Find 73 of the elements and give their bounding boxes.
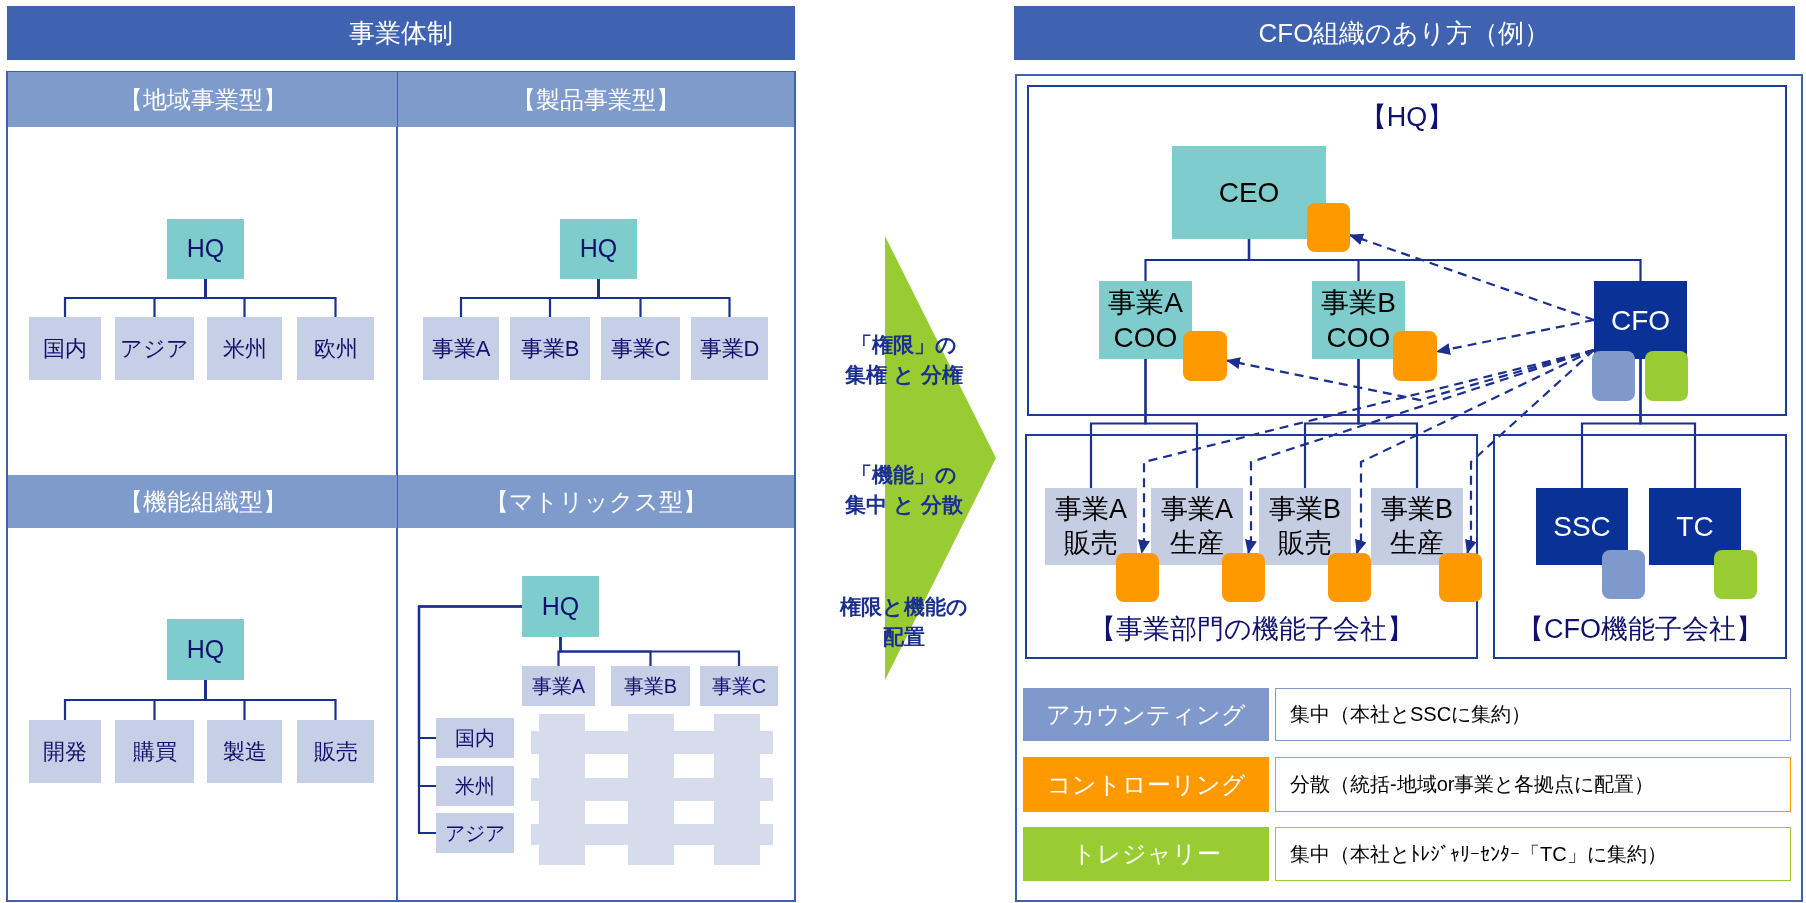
org-box: CFO [1594, 281, 1687, 359]
description-box: 分散（統括-地域or事業と各拠点に配置） [1275, 757, 1791, 812]
connector-line [1357, 359, 1419, 488]
group-box [1027, 85, 1787, 416]
description-box: 集中（本社とﾄﾚｼﾞｬﾘｰｾﾝﾀｰ「TC」に集約） [1275, 827, 1791, 881]
category-box: コントローリング [1023, 757, 1269, 812]
dashed-arrow [1465, 349, 1595, 554]
org-box: 国内 [436, 718, 514, 758]
org-box: 購買 [115, 720, 194, 783]
org-box: 米州 [436, 766, 514, 806]
org-box: 事業A [423, 317, 499, 380]
title-bar: 事業体制 [7, 6, 795, 60]
group-heading: 【事業部門の機能子会社】 [1088, 613, 1415, 647]
connector-line [1144, 359, 1199, 488]
org-box: HQ [167, 219, 244, 279]
org-box: 事業B [611, 666, 690, 706]
connector-line [1247, 239, 1642, 281]
connector-line [1639, 359, 1697, 488]
section-header: 【地域事業型】 [8, 72, 397, 127]
marker-square [1116, 553, 1159, 602]
category-box: トレジャリー [1023, 827, 1269, 881]
org-box: 事業A販売 [1045, 488, 1137, 565]
marker-square [1602, 550, 1645, 599]
section-header: 【機能組織型】 [8, 475, 397, 528]
org-box: 販売 [297, 720, 374, 783]
org-box: 国内 [29, 317, 101, 380]
section-header: 【製品事業型】 [398, 72, 794, 127]
org-box: 事業A COO [1099, 281, 1192, 359]
marker-square [1222, 553, 1265, 602]
org-box: 事業A生産 [1151, 488, 1243, 565]
org-box: TC [1649, 488, 1741, 565]
dashed-arrow [1138, 348, 1595, 554]
marker-square [1592, 351, 1635, 401]
org-box: 米州 [207, 317, 282, 380]
org-box: HQ [522, 576, 599, 637]
category-box: アカウンティング [1023, 688, 1269, 741]
connector-line [204, 680, 337, 720]
org-box: 事業C [700, 666, 778, 706]
group-heading: 【HQ】 [1358, 101, 1456, 134]
org-box: アジア [436, 813, 514, 853]
org-box: 欧州 [297, 317, 374, 380]
marker-square [1439, 553, 1482, 602]
marker-square [1393, 331, 1437, 381]
connector-line [559, 637, 741, 666]
org-box: 製造 [207, 720, 282, 783]
marker-square [1307, 203, 1350, 252]
marker-square [1714, 550, 1757, 599]
group-heading: 【CFO機能子会社】 [1516, 613, 1764, 647]
org-box: CEO [1172, 146, 1326, 239]
connector-line [204, 279, 337, 317]
org-box: SSC [1536, 488, 1628, 565]
section-header: 【マトリックス型】 [398, 475, 794, 528]
org-box: 事業B COO [1312, 281, 1405, 359]
dashed-arrow [1349, 233, 1595, 322]
title-bar: CFO組織のあり方（例） [1014, 6, 1795, 60]
org-box: 開発 [29, 720, 101, 783]
org-box: HQ [560, 219, 637, 279]
connector-line [417, 605, 522, 835]
org-box: 事業B [510, 317, 590, 380]
description-box: 集中（本社とSSCに集約） [1275, 688, 1791, 741]
org-box: 事業C [601, 317, 680, 380]
org-box: 事業D [691, 317, 768, 380]
org-box: アジア [115, 317, 194, 380]
org-box: HQ [167, 619, 244, 680]
org-box: 事業A [522, 666, 595, 706]
marker-square [1645, 351, 1688, 401]
connector-line [597, 279, 731, 317]
org-box: 事業B生産 [1371, 488, 1463, 565]
dashed-arrow [1436, 318, 1595, 355]
marker-square [1328, 553, 1371, 602]
marker-square [1183, 331, 1227, 381]
group-box [1493, 434, 1787, 659]
org-box: 事業B販売 [1259, 488, 1351, 565]
